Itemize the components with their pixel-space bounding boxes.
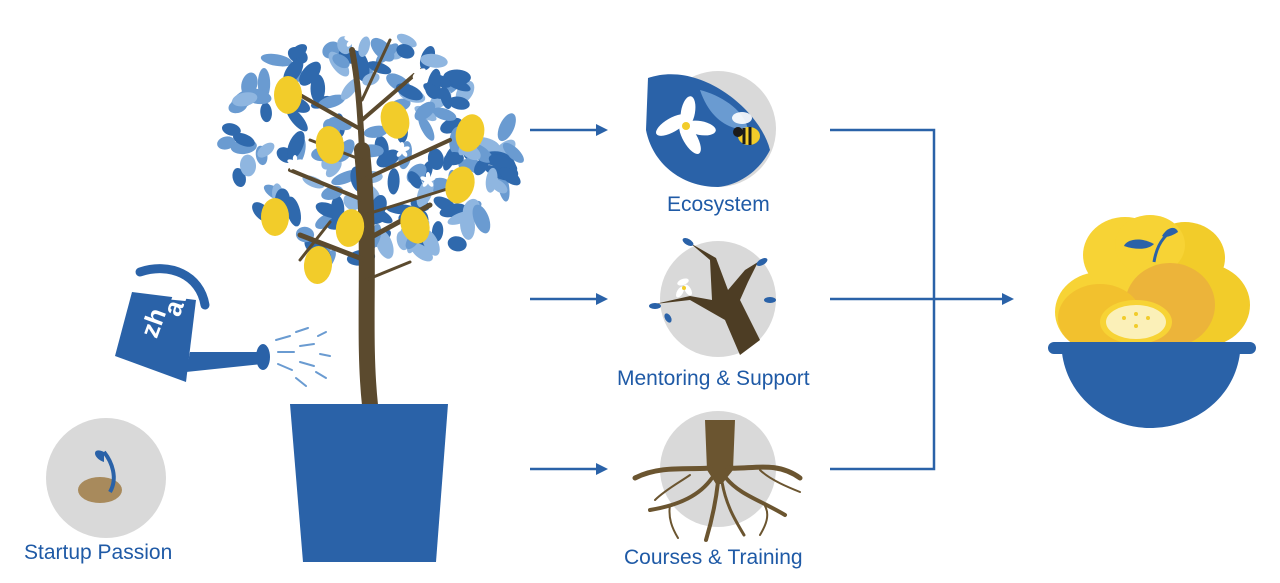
tree-lemons xyxy=(261,76,485,284)
leaf xyxy=(317,94,346,109)
blossom xyxy=(287,155,303,170)
blossom xyxy=(420,172,436,187)
blossom xyxy=(410,64,426,79)
leaf xyxy=(299,61,321,86)
leaf xyxy=(221,123,241,136)
leaf xyxy=(289,44,308,59)
leaf xyxy=(363,125,389,138)
leaf xyxy=(332,54,350,69)
lemon xyxy=(380,101,410,139)
leaf xyxy=(472,204,491,234)
label-courses-training: Courses & Training xyxy=(624,546,803,569)
leaf xyxy=(443,151,464,166)
leaf xyxy=(414,101,436,121)
branch-icon xyxy=(649,238,776,357)
leaf xyxy=(447,236,467,252)
leaf xyxy=(286,196,301,227)
leaf xyxy=(233,132,255,147)
leaf xyxy=(488,154,518,174)
lemon-tree-icon xyxy=(217,32,524,413)
leaf xyxy=(431,107,457,121)
label-ecosystem: Ecosystem xyxy=(667,193,770,216)
lemon xyxy=(274,76,302,114)
label-startup-passion: Startup Passion xyxy=(24,541,173,564)
lemon xyxy=(303,246,333,284)
leaf xyxy=(396,33,417,48)
leaf xyxy=(396,44,415,59)
flower-bee-icon xyxy=(646,71,776,187)
leaf xyxy=(448,96,470,110)
label-mentoring-support: Mentoring & Support xyxy=(617,367,810,390)
leaf xyxy=(310,74,326,103)
arrows xyxy=(530,124,1014,475)
leaf xyxy=(217,136,236,150)
leaf xyxy=(260,53,293,67)
leaf xyxy=(260,102,272,123)
roots-icon xyxy=(632,411,803,542)
lemon xyxy=(445,166,475,204)
leaf xyxy=(407,171,423,189)
leaf xyxy=(420,53,448,68)
lemon xyxy=(261,198,289,236)
blossom xyxy=(394,142,410,157)
watering-can-icon: zh aw xyxy=(115,264,331,387)
leaf xyxy=(376,149,401,168)
leaf xyxy=(418,115,435,141)
lemon xyxy=(400,206,430,244)
leaf xyxy=(497,113,516,142)
leaf xyxy=(387,168,400,195)
leaf xyxy=(287,131,305,160)
lemon xyxy=(315,126,345,164)
leaf xyxy=(502,142,524,163)
leaf xyxy=(232,92,258,107)
leaf xyxy=(257,142,275,158)
blossom xyxy=(344,32,360,47)
pot-icon xyxy=(290,404,448,562)
leaf xyxy=(423,83,444,99)
seed-icon xyxy=(46,418,166,538)
leaf xyxy=(447,211,474,225)
lemon xyxy=(455,114,485,152)
leaf xyxy=(499,167,521,186)
leaf xyxy=(367,61,392,75)
lemon xyxy=(335,209,365,247)
leaf xyxy=(440,86,452,109)
leaf xyxy=(427,148,444,171)
leaf xyxy=(358,36,371,57)
lemon-bowl-icon xyxy=(1048,215,1256,428)
leaf xyxy=(239,154,257,177)
leaf xyxy=(490,178,508,194)
tree-blossoms xyxy=(287,32,436,187)
leaf xyxy=(325,159,342,178)
leaf xyxy=(411,243,433,262)
leaf xyxy=(370,37,395,62)
